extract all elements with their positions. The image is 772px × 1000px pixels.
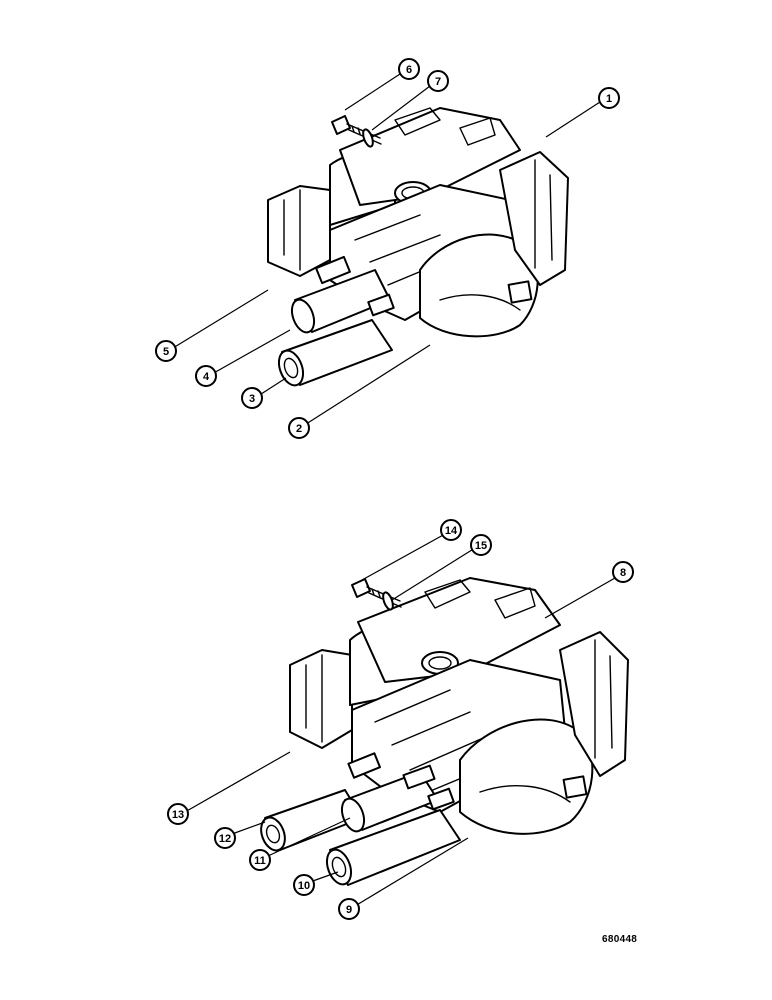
callout-1: 1 [598,87,620,109]
callout-14: 14 [440,519,462,541]
callout-4: 4 [195,365,217,387]
callout-13: 13 [167,803,189,825]
bottom-leader-lines [184,533,616,907]
svg-text:5: 5 [163,346,169,358]
adjusting-screw [331,115,382,148]
top-leader-lines [172,73,601,427]
svg-text:2: 2 [296,423,302,435]
svg-text:8: 8 [620,567,626,579]
callout-11: 11 [249,849,271,871]
adjusting-screw [351,578,402,611]
svg-text:12: 12 [219,833,231,845]
three-spool-control-valve [260,577,629,886]
callout-6: 6 [398,58,420,80]
callout-12: 12 [214,827,236,849]
callout-10: 10 [293,874,315,896]
callout-7: 7 [427,70,449,92]
svg-text:7: 7 [435,76,441,88]
two-spool-control-valve [267,107,569,387]
svg-text:11: 11 [254,855,266,867]
svg-text:15: 15 [475,540,487,552]
svg-text:14: 14 [445,525,458,537]
svg-text:13: 13 [172,809,184,821]
callout-5: 5 [155,340,177,362]
callout-8: 8 [612,561,634,583]
callout-3: 3 [241,387,263,409]
spool-left [260,752,381,852]
spool-right [325,787,461,886]
svg-text:4: 4 [203,371,210,383]
spool-lower [277,293,395,387]
callout-2: 2 [288,417,310,439]
figure-code: 680448 [602,934,638,945]
svg-text:1: 1 [606,93,612,105]
svg-text:10: 10 [298,880,310,892]
callout-15: 15 [470,534,492,556]
svg-text:3: 3 [249,393,255,405]
svg-text:6: 6 [406,64,412,76]
callout-9: 9 [338,898,360,920]
svg-text:9: 9 [346,904,352,916]
